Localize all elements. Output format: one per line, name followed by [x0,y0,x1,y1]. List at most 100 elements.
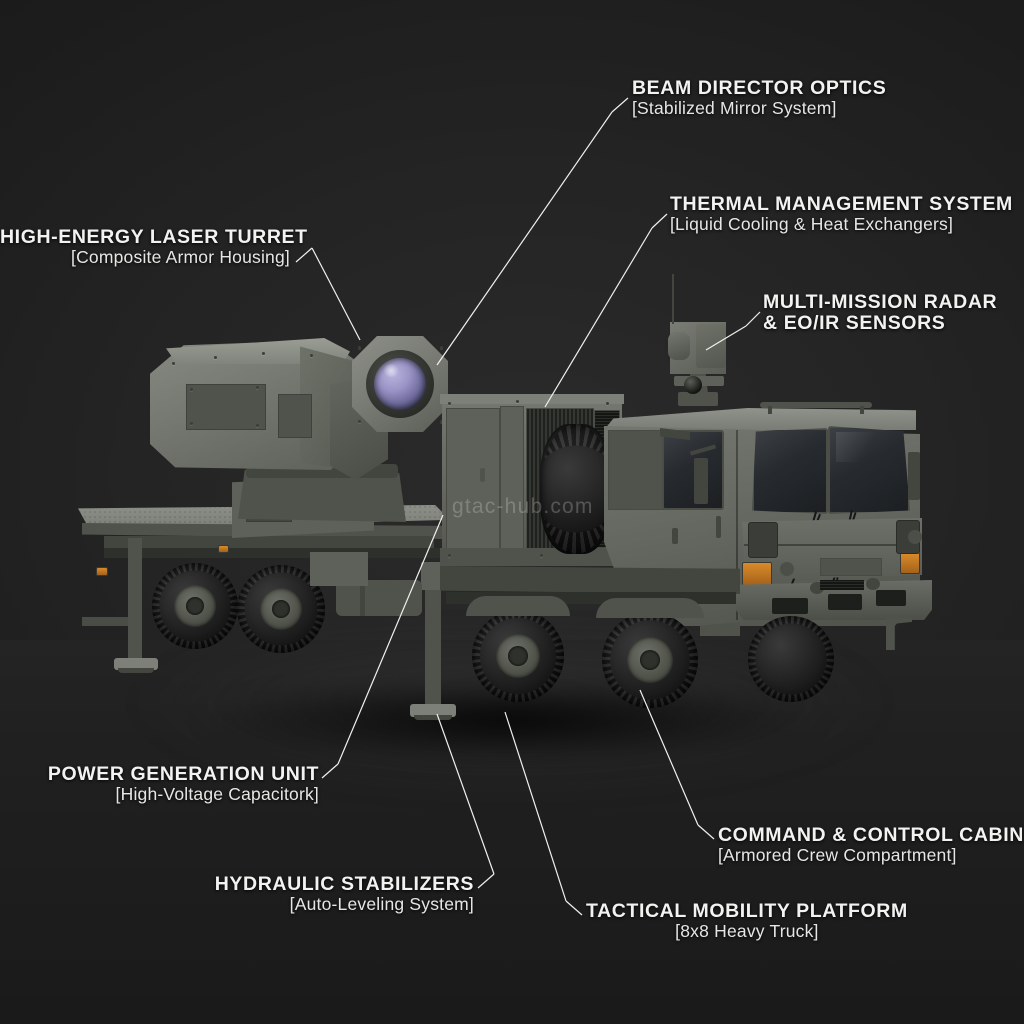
callout-title-line2: & EO/IR SENSORS [763,311,946,334]
turret-bolt [190,388,193,391]
stabilizer-foot-mid-shadow [414,715,452,720]
callout-title: THERMAL MANAGEMENT SYSTEM [670,193,1013,215]
thermal-module-bolt [448,402,451,405]
callout-thermal-management-system: THERMAL MANAGEMENT SYSTEM [Liquid Coolin… [670,194,1013,234]
beam-director-lens [374,358,426,410]
deck-marker-light-rear [96,567,108,576]
cab-door-handle [672,528,678,544]
callout-title: HIGH-ENERGY LASER TURRET [0,226,308,248]
turret-bolt [190,422,193,425]
tow-hook-right [866,578,880,590]
thermal-module-top-cap [440,394,624,404]
sensor-mast-base [678,392,718,406]
stabilizer-leg-rear [128,538,142,660]
fascia-seam [744,544,920,546]
bumper-recess-center [828,594,862,610]
callout-title: COMMAND & CONTROL CABIN [718,824,1024,846]
fender-front-2 [596,598,704,618]
lens-specular-highlight [382,364,400,377]
callout-tactical-mobility-platform: TACTICAL MOBILITY PLATFORM [8x8 Heavy Tr… [586,901,908,941]
cab-side-window [662,430,724,510]
thermal-module-bolt [606,402,609,405]
chassis-underside-rear [104,548,440,558]
beam-director-bolt [358,346,361,349]
callout-subtitle: [Stabilized Mirror System] [632,97,837,118]
license-plate-recess [820,558,882,576]
deck-marker-light-mid [218,545,229,553]
radar-antenna-panel [696,324,726,368]
bumper-recess-left [772,598,808,614]
turret-bolt [172,362,175,365]
windshield-reflection [836,432,888,462]
callout-command-control-cabin: COMMAND & CONTROL CABIN [Armored Crew Co… [718,825,1024,865]
side-mirror-right [908,452,920,500]
callout-title: POWER GENERATION UNIT [47,763,319,785]
fascia-round-lamp [780,562,794,576]
thermal-module-bolt [516,400,519,403]
turn-indicator-left [742,562,772,586]
turret-pedestal [238,470,406,522]
cab-access-step [700,621,740,636]
callout-subtitle: [High-Voltage Capacitork] [115,783,319,804]
equipment-locker-rear [310,552,368,586]
windshield-left-pane [752,428,828,514]
beam-director-bolt [440,346,443,349]
mast-whip-antenna [672,274,674,324]
turn-indicator-right [900,552,920,574]
eo-ir-lens [684,376,702,394]
roof-rack-leg [860,406,864,414]
beam-director-bolt [358,420,361,423]
laser-weapon-vehicle [0,274,1024,780]
callout-title: TACTICAL MOBILITY PLATFORM [586,900,908,922]
headlamp-left [748,522,778,558]
turret-bolt [256,424,259,427]
callout-beam-director-optics: BEAM DIRECTOR OPTICS [Stabilized Mirror … [632,78,886,118]
bumper-grille-vent [820,580,864,590]
turret-bolt [262,352,265,355]
turret-bolt [310,354,313,357]
spare-tire [540,424,612,554]
beam-director-bolt [440,420,443,423]
callout-multi-mission-radar: MULTI-MISSION RADAR & EO/IR SENSORS [763,292,997,333]
wheel-front-1 [472,610,564,702]
tire-tread [748,616,834,702]
roof-rack-rail [760,402,872,408]
callout-title: MULTI-MISSION RADAR [763,291,998,313]
callout-subtitle: [8x8 Heavy Truck] [675,920,819,941]
chassis-frame-front [440,566,740,594]
callout-title: BEAM DIRECTOR OPTICS [632,77,887,99]
turret-bolt [256,386,259,389]
cab-door-seam [736,430,738,620]
stabilizer-foot-rear-shadow [118,668,154,673]
wheel-hub [508,646,528,666]
turret-bolt [214,356,217,359]
wheel-hub [186,597,204,615]
cab-roof [604,408,916,430]
callout-power-generation-unit: POWER GENERATION UNIT [High-Voltage Capa… [0,764,319,804]
roof-rack-leg [768,406,772,414]
bumper-recess-right [876,590,906,606]
sun-visor [660,428,690,440]
bumper-step-right [886,618,912,650]
fender-front-1 [466,596,570,616]
eo-ir-sensor-barrel [668,332,690,360]
callout-subtitle: [Composite Armor Housing] [71,246,290,267]
turret-hatch-panel [186,384,266,430]
wheel-hub [272,600,290,618]
tire-tread [540,424,612,554]
windshield-right-pane [828,426,910,514]
wheel-steer-far [748,616,834,702]
wheel-front-2 [602,612,698,708]
thermal-access-door-left [446,408,500,552]
callout-title: HYDRAULIC STABILIZERS [214,873,474,895]
thermal-module-bolt [540,554,543,557]
wheel-hub [640,650,660,670]
cab-grab-handle [716,516,721,538]
watermark: gtac-hub.com [452,495,594,518]
stabilizer-foot-rear [114,658,158,670]
fascia-round-lamp-2 [908,530,922,544]
thermal-door-handle [480,468,485,482]
callout-subtitle: [Auto-Leveling System] [289,893,474,914]
thermal-module-base-frame [440,548,624,566]
